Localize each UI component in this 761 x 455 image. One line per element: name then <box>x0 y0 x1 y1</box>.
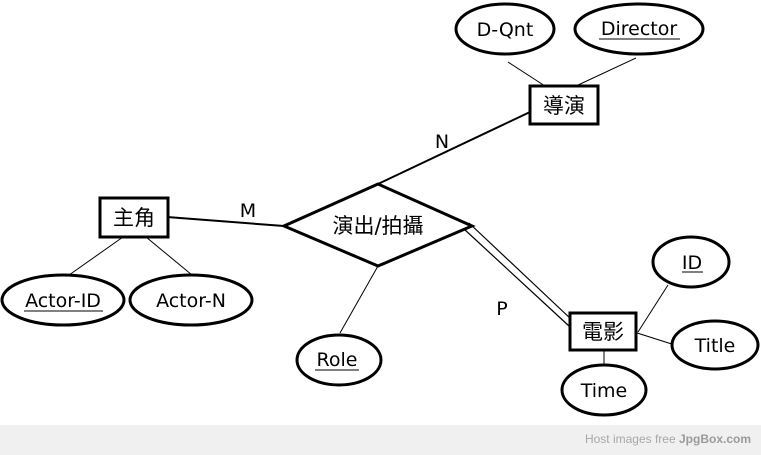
entity-actor-box <box>98 196 170 239</box>
relationship-diamond <box>280 182 476 268</box>
line-actor-actorn <box>145 236 193 276</box>
attr-actorid-label: Actor-ID <box>25 290 101 312</box>
line-relationship-movie-b <box>463 228 570 327</box>
entity-movie-box <box>568 311 638 352</box>
attr-role-label: Role <box>317 349 358 371</box>
entity-actor-label: 主角 <box>113 206 155 230</box>
attr-director-label: Director <box>601 18 678 40</box>
cardinality-p: P <box>496 298 507 320</box>
line-movie-id <box>637 284 669 333</box>
attr-time-label: Time <box>580 380 628 402</box>
attr-id-ellipse <box>651 235 731 289</box>
entity-movie-label: 電影 <box>582 320 624 344</box>
footer-brand-link[interactable]: JpgBox.com <box>678 432 751 446</box>
relationship-label: 演出/拍攝 <box>332 214 423 238</box>
line-actor-actorid <box>61 236 124 281</box>
attr-title-ellipse <box>670 319 760 371</box>
er-diagram: D-Qnt Director Actor-ID Actor-N Role ID … <box>0 2 760 417</box>
entity-director-label: 導演 <box>543 94 585 118</box>
line-relationship-role <box>339 265 379 334</box>
attr-id-label: ID <box>682 252 702 274</box>
attr-actorid-ellipse <box>0 273 126 327</box>
attr-director-ellipse <box>573 2 705 56</box>
attr-time-ellipse <box>560 363 648 417</box>
footer-bar: Host images free JpgBox.com <box>0 425 761 455</box>
line-relationship-movie-a <box>468 222 573 321</box>
cardinality-m: M <box>240 200 256 222</box>
attr-title-label: Title <box>694 335 736 357</box>
attr-actorn-ellipse <box>128 273 254 327</box>
line-directorattr-director-entity <box>575 57 637 87</box>
entity-director-box <box>528 84 600 126</box>
attr-actorn-label: Actor-N <box>156 290 226 312</box>
footer-prefix: Host images free <box>584 432 676 446</box>
line-dqnt-director-entity <box>507 61 546 87</box>
line-actor-relationship <box>166 216 285 227</box>
attr-dqnt-ellipse <box>454 2 556 56</box>
line-relationship-director <box>377 111 531 185</box>
cardinality-n: N <box>435 131 449 153</box>
footer-credit[interactable]: Host images free JpgBox.com <box>585 432 751 446</box>
attr-dqnt-label: D-Qnt <box>477 19 534 41</box>
attr-role-ellipse <box>295 333 383 387</box>
